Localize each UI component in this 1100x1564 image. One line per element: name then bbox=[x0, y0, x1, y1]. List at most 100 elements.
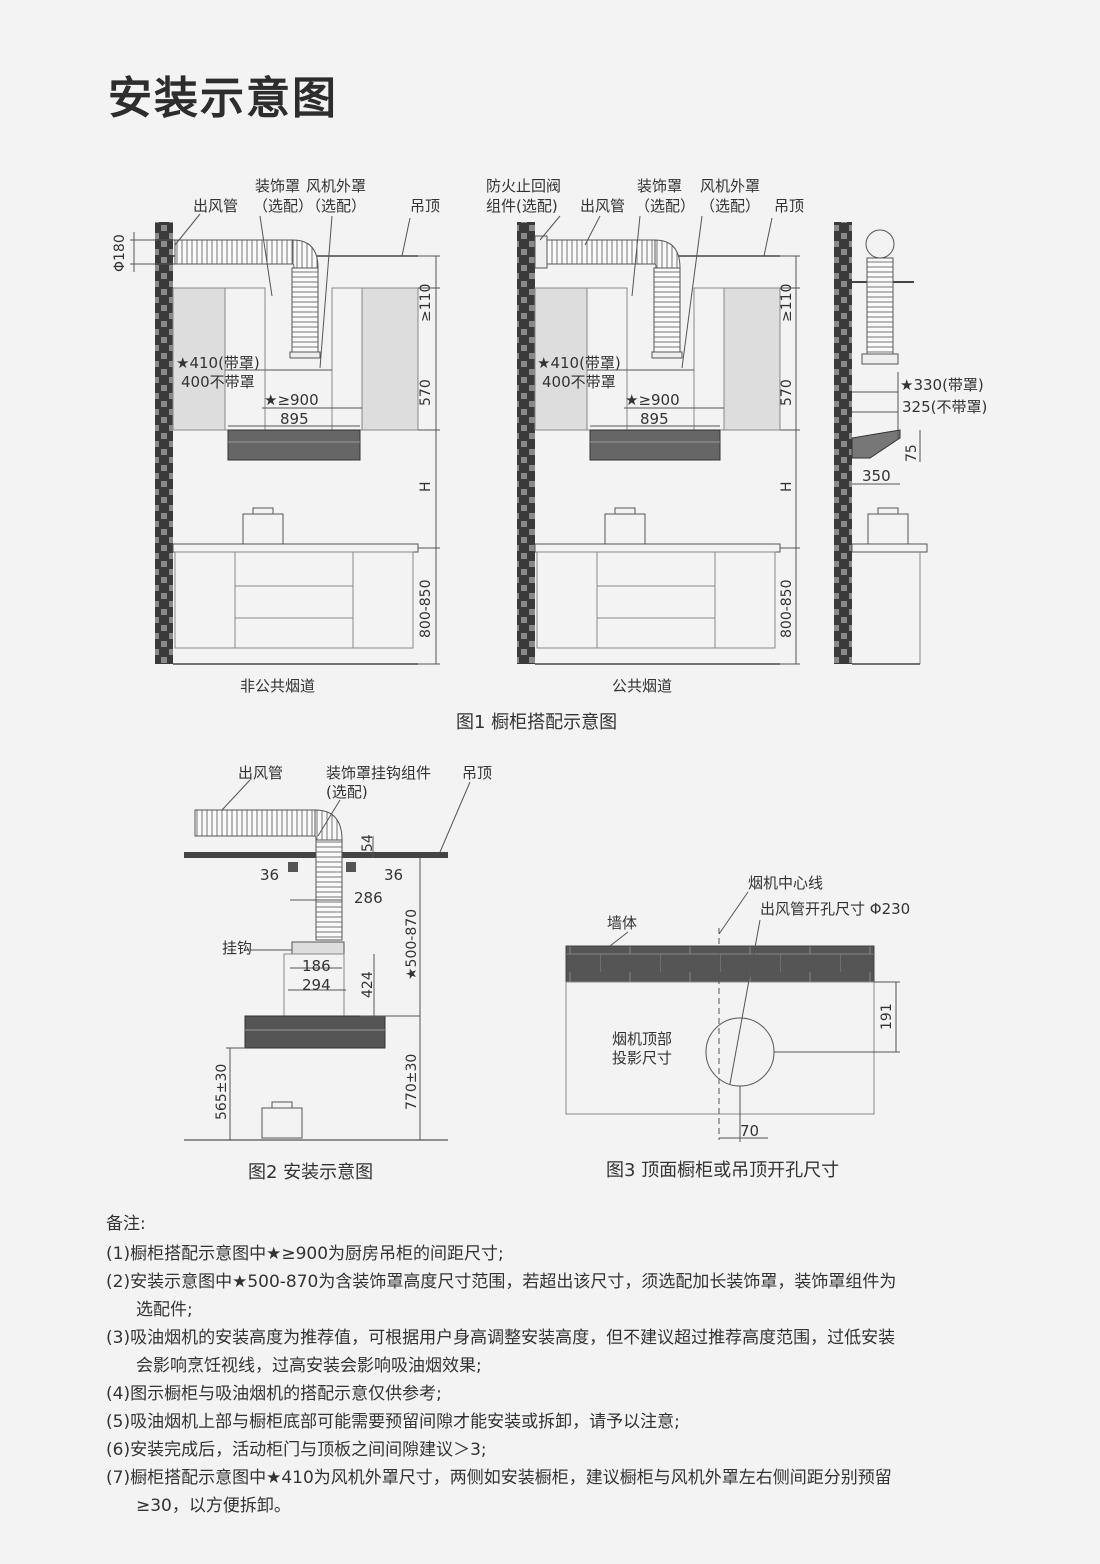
dim-400-without-cover: 400不带罩 bbox=[542, 373, 616, 391]
leader-line bbox=[259, 215, 273, 297]
label-optional: （选配） bbox=[700, 197, 760, 215]
label-outlet-duct: 出风管 bbox=[580, 197, 625, 215]
dim-424: 424 bbox=[360, 971, 376, 998]
label-ceiling: 吊顶 bbox=[774, 197, 804, 215]
label-fan-cover: 风机外罩 bbox=[306, 177, 366, 195]
note-1: (1)橱柜搭配示意图中★≥900为厨房吊柜的间距尺寸; bbox=[106, 1244, 504, 1264]
vertical-duct bbox=[291, 267, 319, 353]
dim-h: H bbox=[779, 481, 795, 492]
dim-570: 570 bbox=[418, 379, 434, 406]
dim-800-850: 800-850 bbox=[418, 580, 434, 639]
sub-caption-public-flue: 公共烟道 bbox=[612, 677, 672, 695]
brick-wall bbox=[834, 222, 852, 664]
note-5: (5)吸油烟机上部与橱柜底部可能需要预留间隙才能安装或拆卸，请予以注意; bbox=[106, 1412, 680, 1432]
label-hood-centerline: 烟机中心线 bbox=[748, 874, 823, 892]
vertical-duct bbox=[315, 839, 343, 941]
note-3-cont: 会影响烹饪视线，过高安装会影响吸油烟效果; bbox=[136, 1356, 482, 1376]
dim-286: 286 bbox=[354, 889, 383, 907]
note-7: (7)橱柜搭配示意图中★410为风机外罩尺寸，两侧如安装橱柜，建议橱柜与风机外罩… bbox=[106, 1468, 892, 1488]
dim-294: 294 bbox=[302, 976, 331, 994]
label-hook-assembly: 装饰罩挂钩组件 bbox=[326, 764, 431, 782]
leader-line bbox=[174, 213, 201, 246]
wall bbox=[565, 945, 875, 983]
note-2-cont: 选配件; bbox=[136, 1300, 193, 1320]
label-duct-hole-size: 出风管开孔尺寸 Φ230 bbox=[760, 900, 910, 918]
dim-phi180: Φ180 bbox=[112, 234, 128, 272]
sub-caption-non-public-flue: 非公共烟道 bbox=[240, 677, 315, 695]
dim-895: 895 bbox=[280, 410, 309, 428]
upper-cabinet-right bbox=[361, 287, 419, 431]
dim-ge900: ★≥900 bbox=[625, 391, 680, 409]
fan-collar bbox=[289, 351, 321, 359]
label-fire-valve-2: 组件(选配) bbox=[486, 197, 558, 215]
brick-wall bbox=[155, 222, 173, 664]
dim-400-without-cover: 400不带罩 bbox=[181, 373, 255, 391]
label-optional: （选配） bbox=[635, 197, 695, 215]
fig1-middle-diagram bbox=[517, 215, 800, 665]
hook bbox=[291, 941, 345, 955]
dim-191: 191 bbox=[879, 1003, 895, 1030]
note-2: (2)安装示意图中★500-870为含装饰罩高度尺寸范围，若超出该尺寸，须选配加… bbox=[106, 1272, 897, 1292]
base-cabinet bbox=[174, 551, 236, 649]
label-decorative-cover: 装饰罩 bbox=[637, 177, 682, 195]
label-projection-2: 投影尺寸 bbox=[612, 1049, 672, 1067]
dim-895: 895 bbox=[640, 410, 669, 428]
pot bbox=[242, 513, 284, 545]
label-ceiling: 吊顶 bbox=[462, 764, 492, 782]
dim-350: 350 bbox=[862, 467, 891, 485]
outlet-duct bbox=[194, 809, 316, 837]
label-wall: 墙体 bbox=[607, 914, 637, 932]
notes-heading: 备注: bbox=[106, 1214, 146, 1234]
label-optional: （选配） bbox=[306, 197, 366, 215]
range-hood bbox=[589, 429, 721, 461]
countertop bbox=[172, 543, 419, 553]
notes-section: 备注: (1)橱柜搭配示意图中★≥900为厨房吊柜的间距尺寸; (2)安装示意图… bbox=[106, 1210, 1006, 1520]
dim-330-with-cover: ★330(带罩) bbox=[900, 376, 984, 394]
label-fire-valve: 防火止回阀 bbox=[486, 177, 561, 195]
dim-800-850: 800-850 bbox=[779, 580, 795, 639]
label-decorative-cover: 装饰罩 bbox=[255, 177, 300, 195]
dim-325-without-cover: 325(不带罩) bbox=[902, 398, 987, 416]
label-ceiling: 吊顶 bbox=[410, 197, 440, 215]
label-projection-1: 烟机顶部 bbox=[612, 1030, 672, 1048]
page-title: 安装示意图 bbox=[108, 73, 338, 124]
dim-36-right: 36 bbox=[384, 866, 403, 884]
dim-75: 75 bbox=[904, 444, 920, 462]
brick-wall bbox=[517, 222, 535, 664]
outlet-duct bbox=[534, 239, 656, 265]
dim-570: 570 bbox=[779, 379, 795, 406]
dim-770: 770±30 bbox=[404, 1054, 420, 1110]
range-hood bbox=[244, 1015, 386, 1049]
duct-elbow bbox=[292, 239, 319, 269]
label-fan-cover: 风机外罩 bbox=[700, 177, 760, 195]
dim-565: 565±30 bbox=[214, 1064, 230, 1120]
label-outlet-duct: 出风管 bbox=[193, 197, 238, 215]
fig1-left-diagram bbox=[130, 213, 440, 665]
leader-line bbox=[401, 217, 411, 257]
fig3-diagram bbox=[565, 891, 900, 1142]
label-optional: （选配） bbox=[253, 197, 313, 215]
fig3-caption: 图3 顶面橱柜或吊顶开孔尺寸 bbox=[606, 1160, 839, 1181]
fig1-caption: 图1 橱柜搭配示意图 bbox=[456, 712, 617, 733]
upper-cabinet-left bbox=[172, 287, 230, 431]
fig2-diagram bbox=[184, 779, 471, 1141]
dim-ge110: ≥110 bbox=[418, 284, 434, 322]
dim-410-with-cover: ★410(带罩) bbox=[537, 354, 621, 372]
fig2-caption: 图2 安装示意图 bbox=[248, 1162, 373, 1183]
label-optional: (选配) bbox=[326, 783, 368, 801]
dim-500-870: ★500-870 bbox=[404, 909, 420, 980]
note-3: (3)吸油烟机的安装高度为推荐值，可根据用户身高调整安装高度，但不建议超过推荐高… bbox=[106, 1328, 896, 1348]
note-7-cont: ≥30，以方便拆卸。 bbox=[136, 1496, 291, 1516]
pot bbox=[261, 1107, 303, 1139]
dim-36-left: 36 bbox=[260, 866, 279, 884]
label-outlet-duct: 出风管 bbox=[238, 764, 283, 782]
range-hood bbox=[227, 429, 361, 461]
outlet-duct bbox=[174, 239, 294, 265]
dim-ge110: ≥110 bbox=[779, 284, 795, 322]
fig1-side-diagram bbox=[834, 222, 928, 665]
dim-54: 54 bbox=[360, 834, 376, 852]
dim-h: H bbox=[418, 481, 434, 492]
note-6: (6)安装完成后，活动柜门与顶板之间间隙建议＞3; bbox=[106, 1440, 487, 1460]
note-4: (4)图示橱柜与吸油烟机的搭配示意仅供参考; bbox=[106, 1384, 442, 1404]
dim-ge900: ★≥900 bbox=[264, 391, 319, 409]
